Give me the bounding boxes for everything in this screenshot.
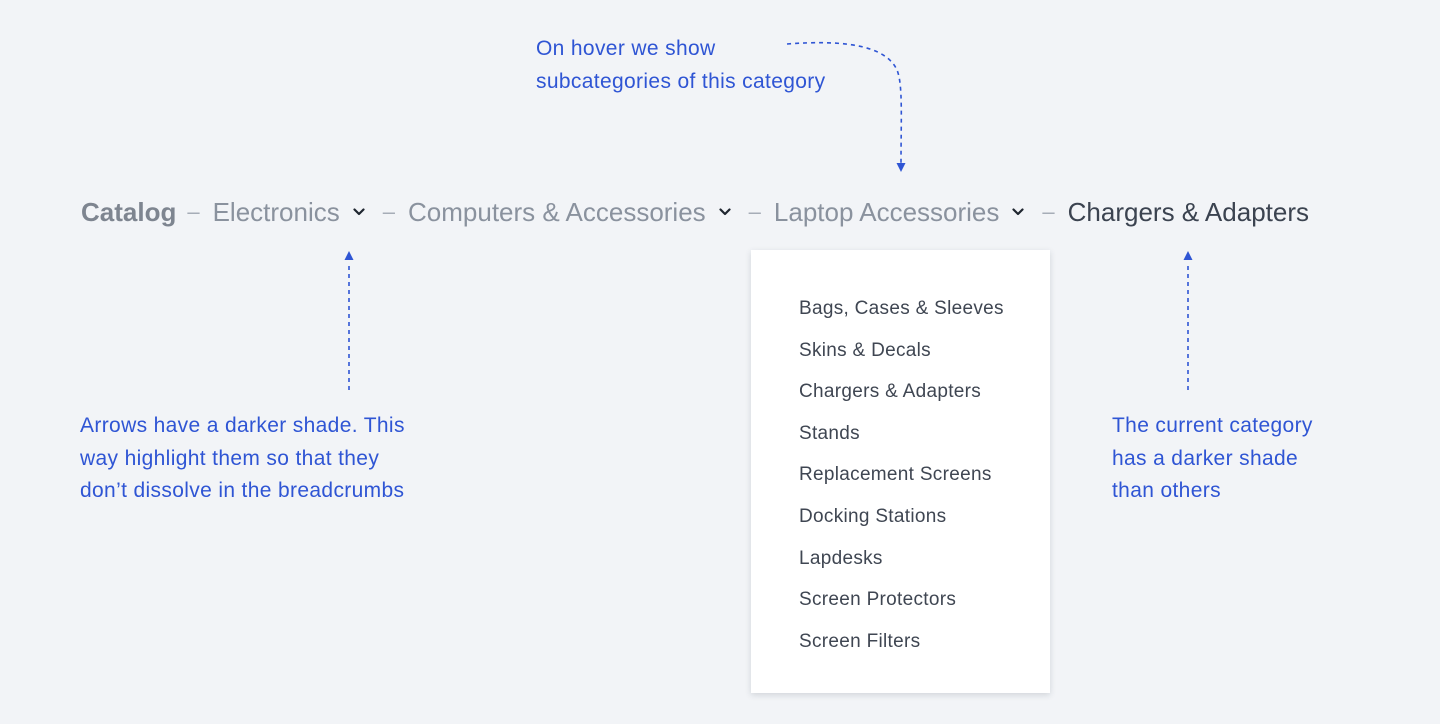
breadcrumb-separator: – <box>382 199 395 224</box>
annotation-current-line-2: has a darker shade <box>1112 446 1299 470</box>
breadcrumb-item-computers-accessories[interactable]: Computers & Accessories <box>408 196 706 227</box>
subcategory-dropdown: Bags, Cases & Sleeves Skins & Decals Cha… <box>751 250 1050 693</box>
annotation-current-line-1: The current category <box>1112 414 1313 437</box>
annotation-hover: On hover we show subcategories of this c… <box>536 33 826 98</box>
chevron-down-icon[interactable] <box>346 199 372 225</box>
menu-item-screen-filters[interactable]: Screen Filters <box>799 630 921 652</box>
menu-item-replacement-screens[interactable]: Replacement Screens <box>799 464 992 486</box>
annotation-arrows-line-2: way highlight them so that they <box>80 446 380 470</box>
menu-item-chargers-adapters[interactable]: Chargers & Adapters <box>799 381 982 403</box>
annotation-arrows: Arrows have a darker shade. This way hig… <box>80 410 405 508</box>
breadcrumb-separator: – <box>748 199 761 224</box>
menu-item-skins-decals[interactable]: Skins & Decals <box>799 339 931 361</box>
annotation-arrows-line-3: don’t dissolve in the breadcrumbs <box>80 479 405 502</box>
annotation-hover-line-2: subcategories of this category <box>536 69 826 93</box>
breadcrumb-item-electronics[interactable]: Electronics <box>212 196 340 227</box>
breadcrumb-separator: – <box>1042 199 1055 224</box>
breadcrumb-separator: – <box>187 199 200 224</box>
breadcrumb: Catalog – Electronics – Computers & Acce… <box>81 189 1309 235</box>
breadcrumb-item-catalog[interactable]: Catalog <box>81 196 177 227</box>
menu-item-docking-stations[interactable]: Docking Stations <box>799 505 947 527</box>
arrow-head-icon <box>896 163 906 172</box>
subcategory-list: Bags, Cases & Sleeves Skins & Decals Cha… <box>751 250 1050 662</box>
annotation-arrows-line-1: Arrows have a darker shade. This <box>80 414 405 437</box>
menu-item-bags-cases-sleeves[interactable]: Bags, Cases & Sleeves <box>799 298 1004 319</box>
chevron-down-icon[interactable] <box>1005 199 1031 225</box>
menu-item-stands[interactable]: Stands <box>799 422 860 444</box>
menu-item-lapdesks[interactable]: Lapdesks <box>799 547 883 569</box>
annotation-hover-line-1: On hover we show <box>536 37 716 60</box>
annotation-current-line-3: than others <box>1112 479 1221 502</box>
menu-item-screen-protectors[interactable]: Screen Protectors <box>799 589 957 611</box>
arrow-head-icon <box>344 251 354 260</box>
breadcrumb-item-laptop-accessories[interactable]: Laptop Accessories <box>773 196 1000 227</box>
arrow-head-icon <box>1183 251 1193 260</box>
annotation-current: The current category has a darker shade … <box>1112 410 1313 508</box>
chevron-down-icon[interactable] <box>712 199 738 225</box>
breadcrumb-item-current: Chargers & Adapters <box>1067 196 1309 227</box>
